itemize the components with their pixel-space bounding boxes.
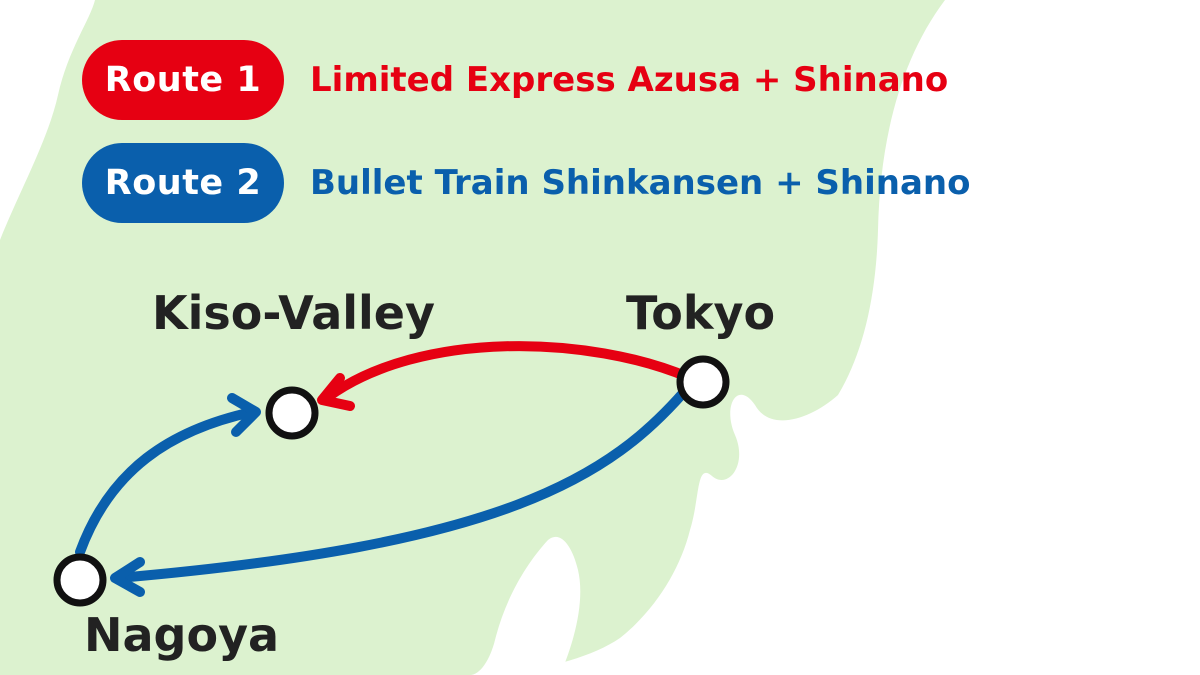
station-marker-tokyo <box>676 355 730 409</box>
legend-route-2: Route 2 Bullet Train Shinkansen + Shinan… <box>82 143 970 223</box>
route-2-arrowhead-nagoya <box>110 557 145 597</box>
route-1-description: Limited Express Azusa + Shinano <box>310 60 949 100</box>
route-1-badge: Route 1 <box>82 40 284 120</box>
station-label-nagoya: Nagoya <box>84 608 280 662</box>
route-1-line <box>323 341 695 402</box>
route-2-badge: Route 2 <box>82 143 284 223</box>
bay-area <box>470 536 581 675</box>
station-marker-nagoya <box>53 553 107 607</box>
route-2-description: Bullet Train Shinkansen + Shinano <box>310 163 971 203</box>
route-2-line-tokyo-nagoya <box>113 380 695 583</box>
station-label-tokyo: Tokyo <box>626 286 776 340</box>
route-2-arrowhead-kiso <box>227 393 261 437</box>
route-2-line-nagoya-kiso <box>75 407 257 557</box>
station-marker-kiso-valley <box>265 386 319 440</box>
route-1-arrowhead <box>317 373 355 411</box>
legend-route-1: Route 1 Limited Express Azusa + Shinano <box>82 40 948 120</box>
station-label-kiso-valley: Kiso-Valley <box>152 286 435 340</box>
